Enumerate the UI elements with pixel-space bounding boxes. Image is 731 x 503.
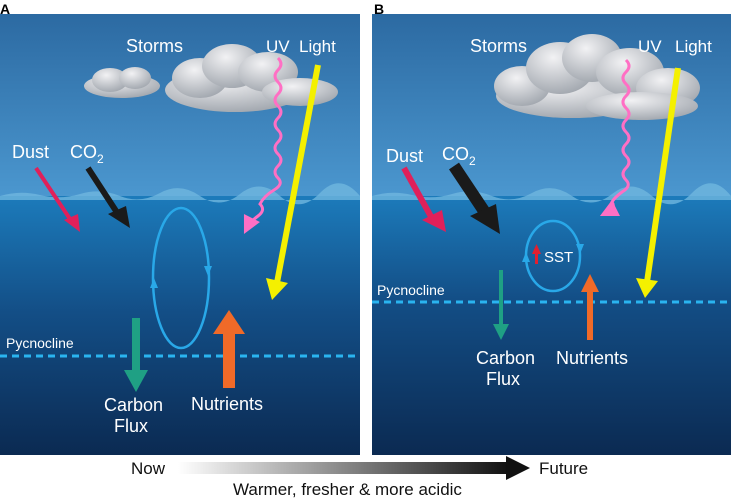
panel-b-scene: Storms UV Light Dust CO2 SST Pycnocline … [372,14,731,455]
carbon-label: Carbon [476,348,535,368]
circulation-loop [151,206,211,350]
dust-arrow [34,166,74,224]
circulation-arrow-down [204,266,212,276]
panel-a-scene: Storms UV Light Dust CO2 Pycnocline Carb… [0,14,360,455]
uv-ray [243,56,283,235]
storm-clouds [84,44,338,112]
timeline-arrow-shaft [178,462,508,474]
nutrients-arrow [223,332,235,388]
timeline-caption: Warmer, fresher & more acidic [233,480,462,499]
dust-label: Dust [12,142,49,162]
co2-label: CO2 [442,144,476,168]
sea-surface [0,183,360,205]
timeline-end-label: Future [539,459,589,478]
co2-subscript: 2 [97,152,104,166]
pycnocline-label: Pycnocline [377,282,445,298]
co2-subscript: 2 [469,154,476,168]
co2-arrowhead [470,204,500,234]
panel-b: Storms UV Light Dust CO2 SST Pycnocline … [372,0,731,455]
circulation-arrow-down [576,244,584,254]
nutrients-label: Nutrients [556,348,628,368]
co2-arrowhead [108,206,130,228]
dust-arrow [401,166,437,224]
light-ray [644,67,681,283]
uv-ray [599,58,631,217]
nutrients-arrowhead [213,310,245,334]
nutrients-label: Nutrients [191,394,263,414]
nutrients-arrow [587,290,593,340]
light-arrowhead [266,278,288,300]
storm-clouds [494,34,700,120]
co2-text: CO [70,142,97,162]
pycnocline-label: Pycnocline [6,335,74,351]
carbon-flux-arrow [132,318,140,372]
flux-label: Flux [114,416,148,436]
uv-label: UV [266,37,290,56]
nutrients-arrowhead [581,274,599,292]
carbon-label: Carbon [104,395,163,415]
storms-label: Storms [126,36,183,56]
co2-arrow [449,162,491,218]
timeline-graphic [178,456,530,480]
panel-letter-b: B [374,1,385,17]
timeline: Now Future Warmer, fresher & more acidic [0,455,731,503]
dust-arrowhead [64,214,80,232]
storms-label: Storms [470,36,527,56]
co2-label: CO2 [70,142,104,166]
uv-label: UV [638,37,662,56]
carbon-flux-arrowhead [493,324,509,340]
timeline-start-label: Now [131,459,166,478]
carbon-flux-arrow [499,270,503,326]
panel-letter-a: A [0,1,11,17]
ocean [372,196,731,455]
ocean [0,196,360,455]
sea-surface [372,183,731,205]
light-arrowhead [636,278,658,298]
dust-label: Dust [386,146,423,166]
light-label: Light [299,37,336,56]
circulation-arrow-up [522,252,530,262]
sst-label: SST [544,249,573,266]
sst-arrow [535,252,538,264]
co2-arrow [85,166,121,216]
timeline-arrowhead [506,456,530,480]
flux-label: Flux [486,369,520,389]
light-ray [273,64,321,289]
light-label: Light [675,37,712,56]
panel-a: Storms UV Light Dust CO2 Pycnocline Carb… [0,0,360,455]
circulation-arrow-up [150,278,158,288]
sst-arrowhead [532,244,541,254]
carbon-flux-arrowhead [124,370,148,392]
co2-text: CO [442,144,469,164]
dust-arrowhead [422,210,446,232]
